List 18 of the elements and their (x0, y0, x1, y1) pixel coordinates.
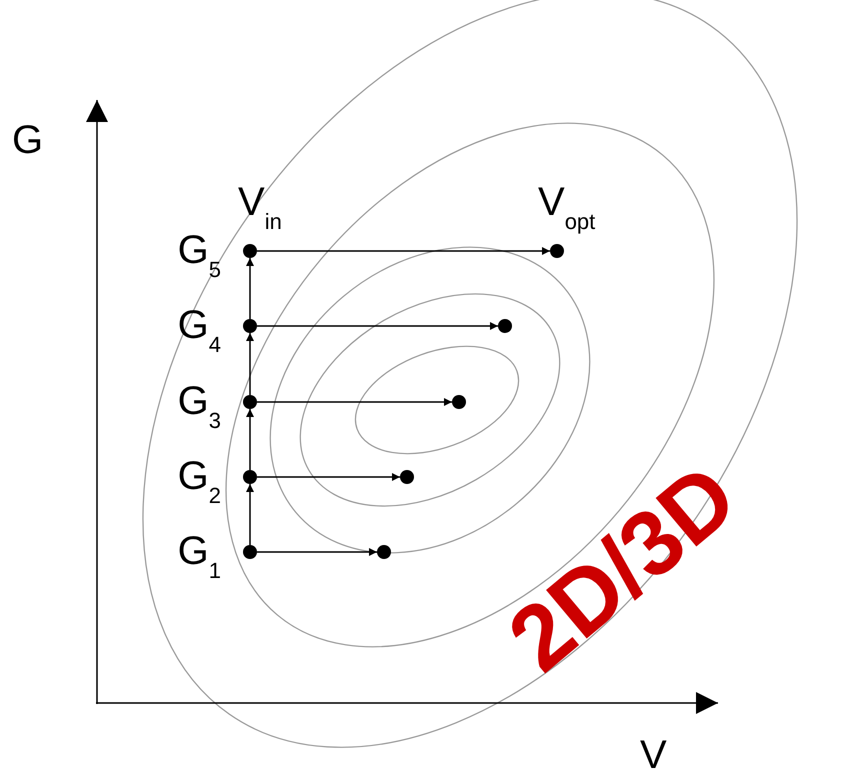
arrow (246, 333, 254, 395)
point-label: G$_{2}$ (178, 454, 221, 510)
column-label: V$_{in}$ (238, 180, 282, 236)
arrow (257, 322, 498, 330)
arrow (257, 548, 377, 556)
point-label: G$_{5}$ (178, 228, 221, 284)
arrow (246, 258, 254, 319)
arrow (257, 398, 452, 406)
arrow (257, 247, 550, 255)
point-label: V$_{opt}$ (538, 180, 596, 236)
arrow (257, 473, 400, 481)
arrow (246, 409, 254, 470)
axis-label: V (640, 733, 667, 777)
point-label: G$_{1}$ (178, 529, 221, 585)
point-label: G$_{4}$ (178, 303, 221, 359)
point-label: G$_{3}$ (178, 379, 221, 435)
arrow (246, 484, 254, 545)
axis-label: G (12, 118, 44, 162)
